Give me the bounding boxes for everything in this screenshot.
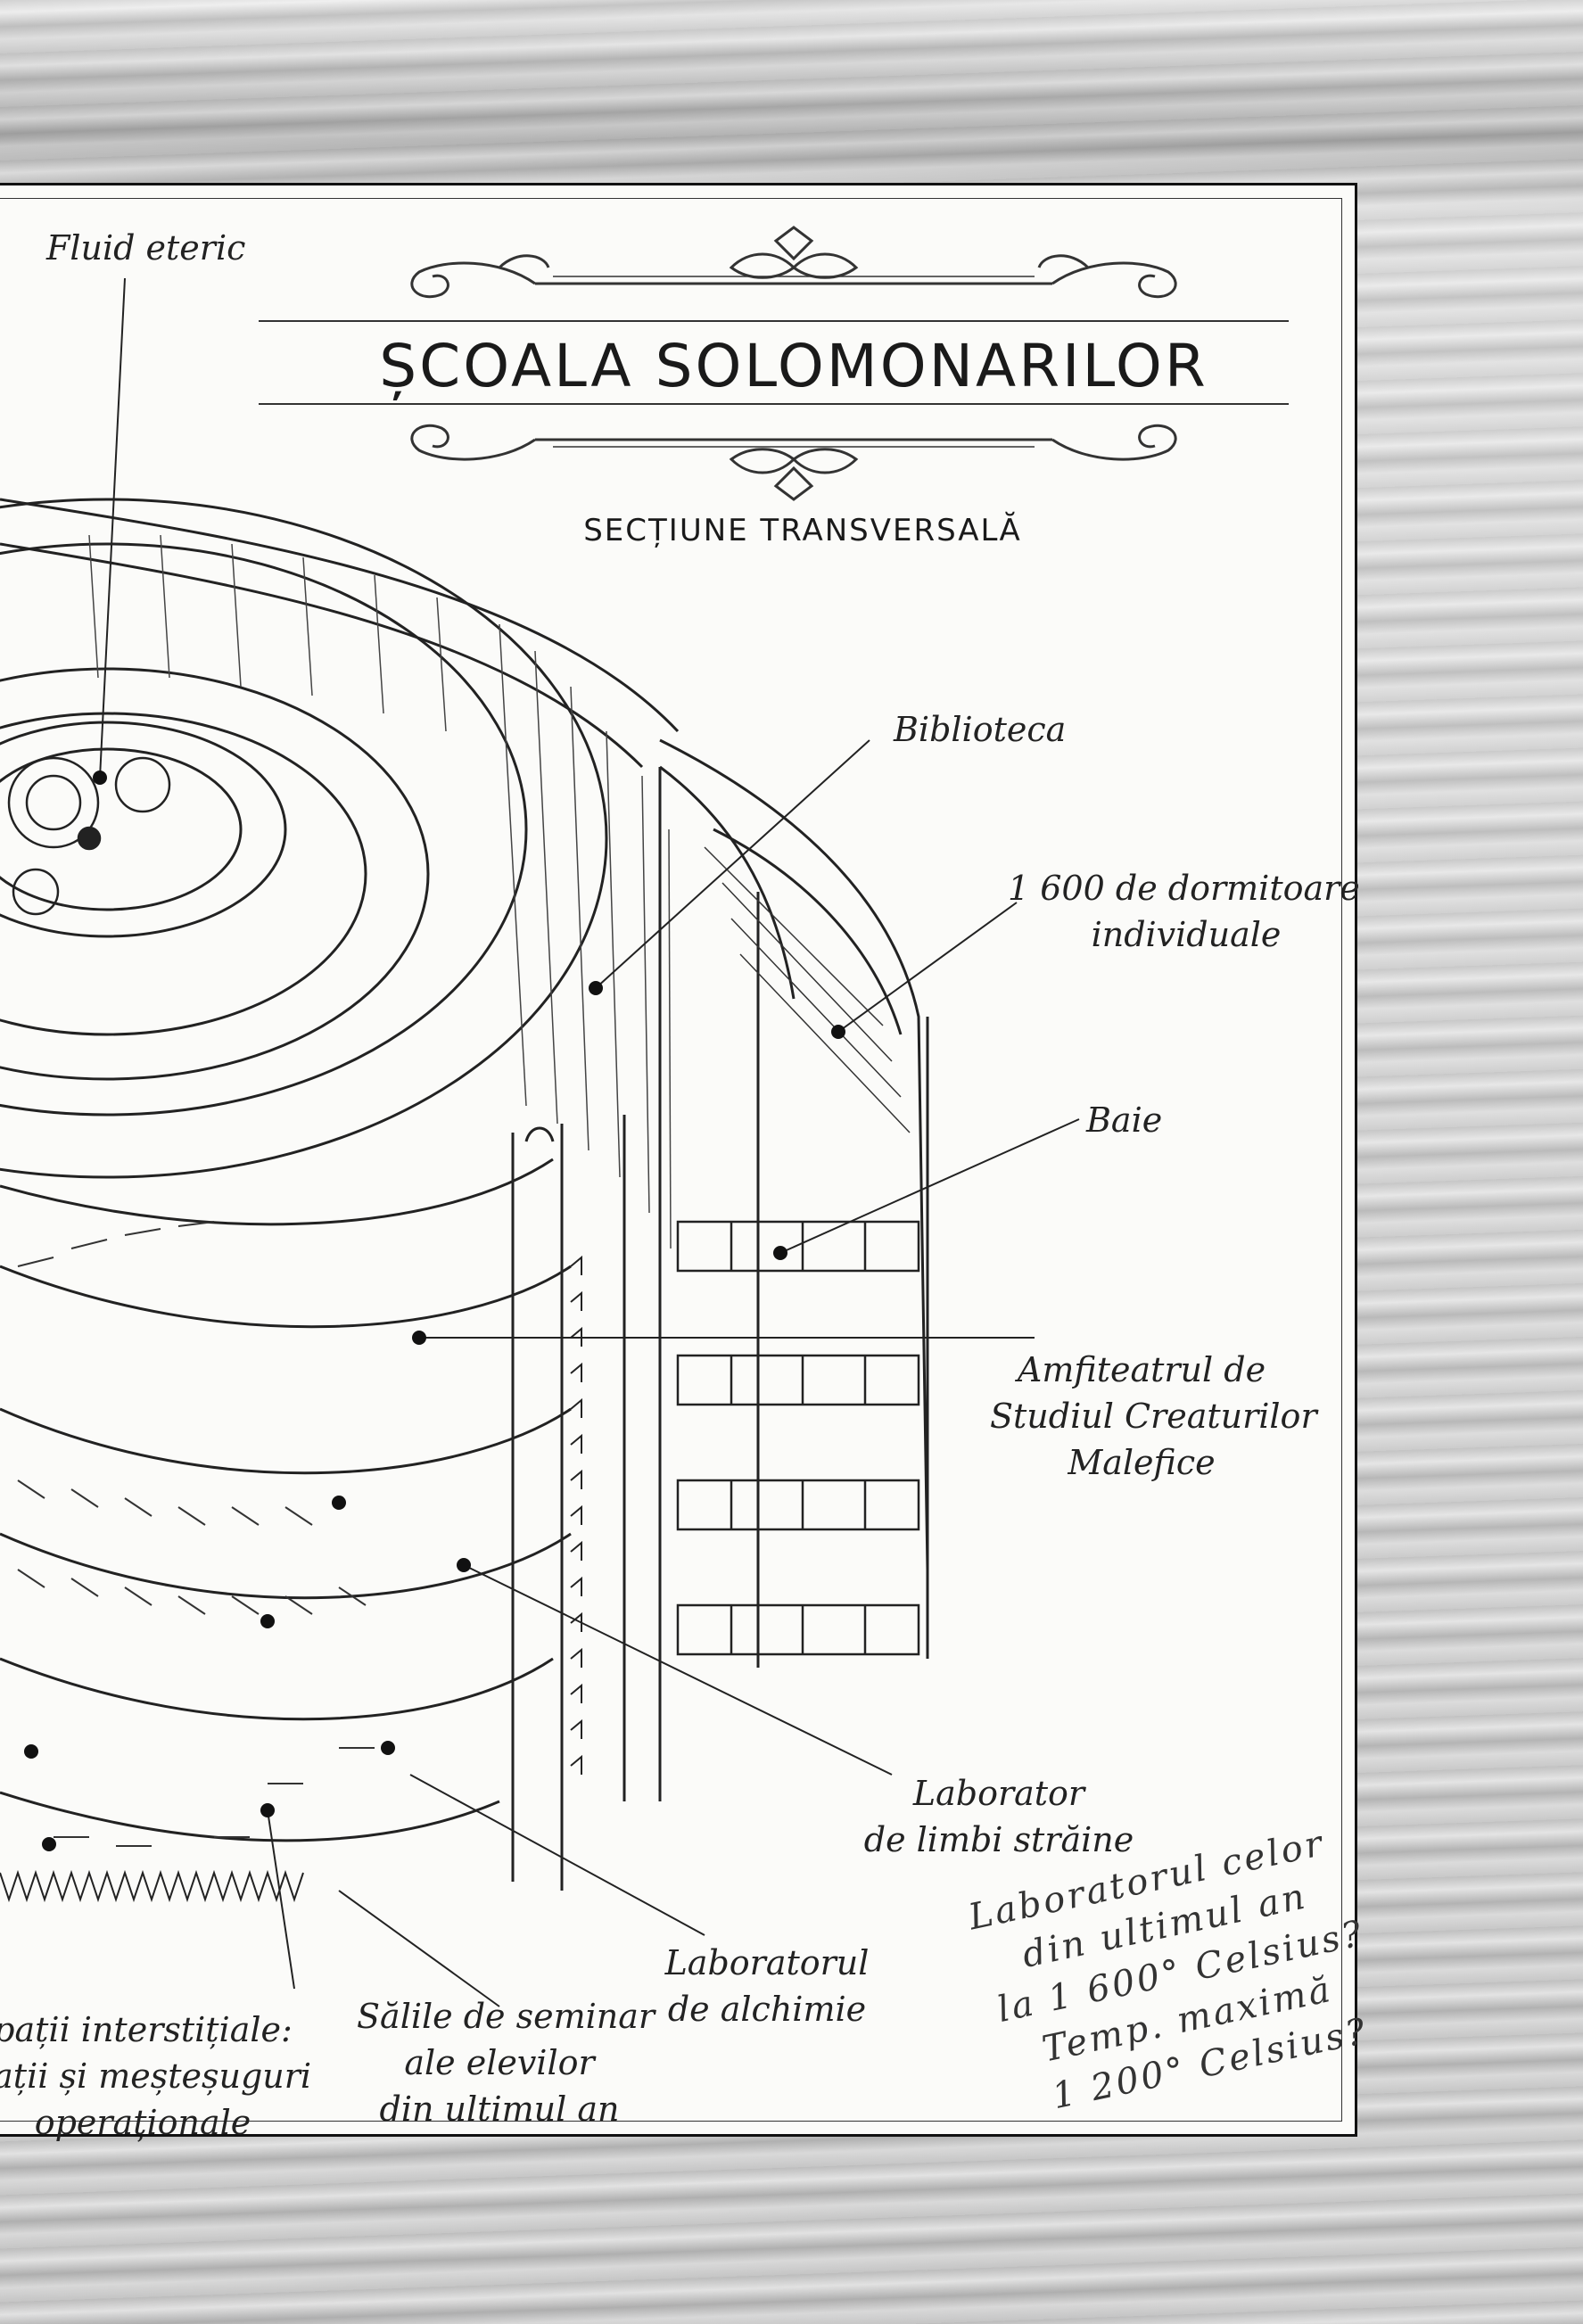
label-amfiteatru: Amfiteatrul de Studiul Creaturilor Malef… [990, 1350, 1317, 1482]
inner-frame [0, 198, 1342, 2122]
leader-dots [24, 771, 845, 1851]
top-ornament [410, 226, 1177, 299]
label-baie: Baie [1086, 1100, 1163, 1140]
dormitory-grid [704, 846, 911, 1133]
title-rules [259, 320, 1289, 405]
tower-rings [0, 498, 680, 1842]
label-dormitoare: 1 600 de dormitoare individuale [1008, 869, 1360, 954]
diagram-subtitle: SECȚIUNE TRANSVERSALĂ [583, 513, 1022, 548]
outer-wall-teeth [0, 1255, 582, 1903]
label-biblioteca: Biblioteca [894, 710, 1067, 749]
wall-hatching [88, 534, 672, 1249]
diagram-title: ȘCOALA SOLOMONARILOR [379, 332, 1208, 400]
floor-modules [676, 1220, 920, 1656]
label-laborator-alchimie: Laboratorul de alchimie [664, 1943, 870, 2029]
label-salile-seminar: Sălile de seminar ale elevilor din ultim… [357, 1997, 655, 2129]
classroom-seating [17, 1221, 375, 1847]
label-spatii-interstitiale: pații interstițiale: lații și meșteșugur… [0, 2010, 312, 2142]
core-gears [7, 756, 171, 916]
label-fluid-eteric: Fluid eteric [46, 228, 246, 268]
leader-lines [99, 277, 1080, 2007]
central-shaft [511, 1115, 626, 1891]
bottom-ornament [410, 424, 1177, 501]
label-laborator-limbi: Laborator de limbi străine [863, 1774, 1134, 1859]
